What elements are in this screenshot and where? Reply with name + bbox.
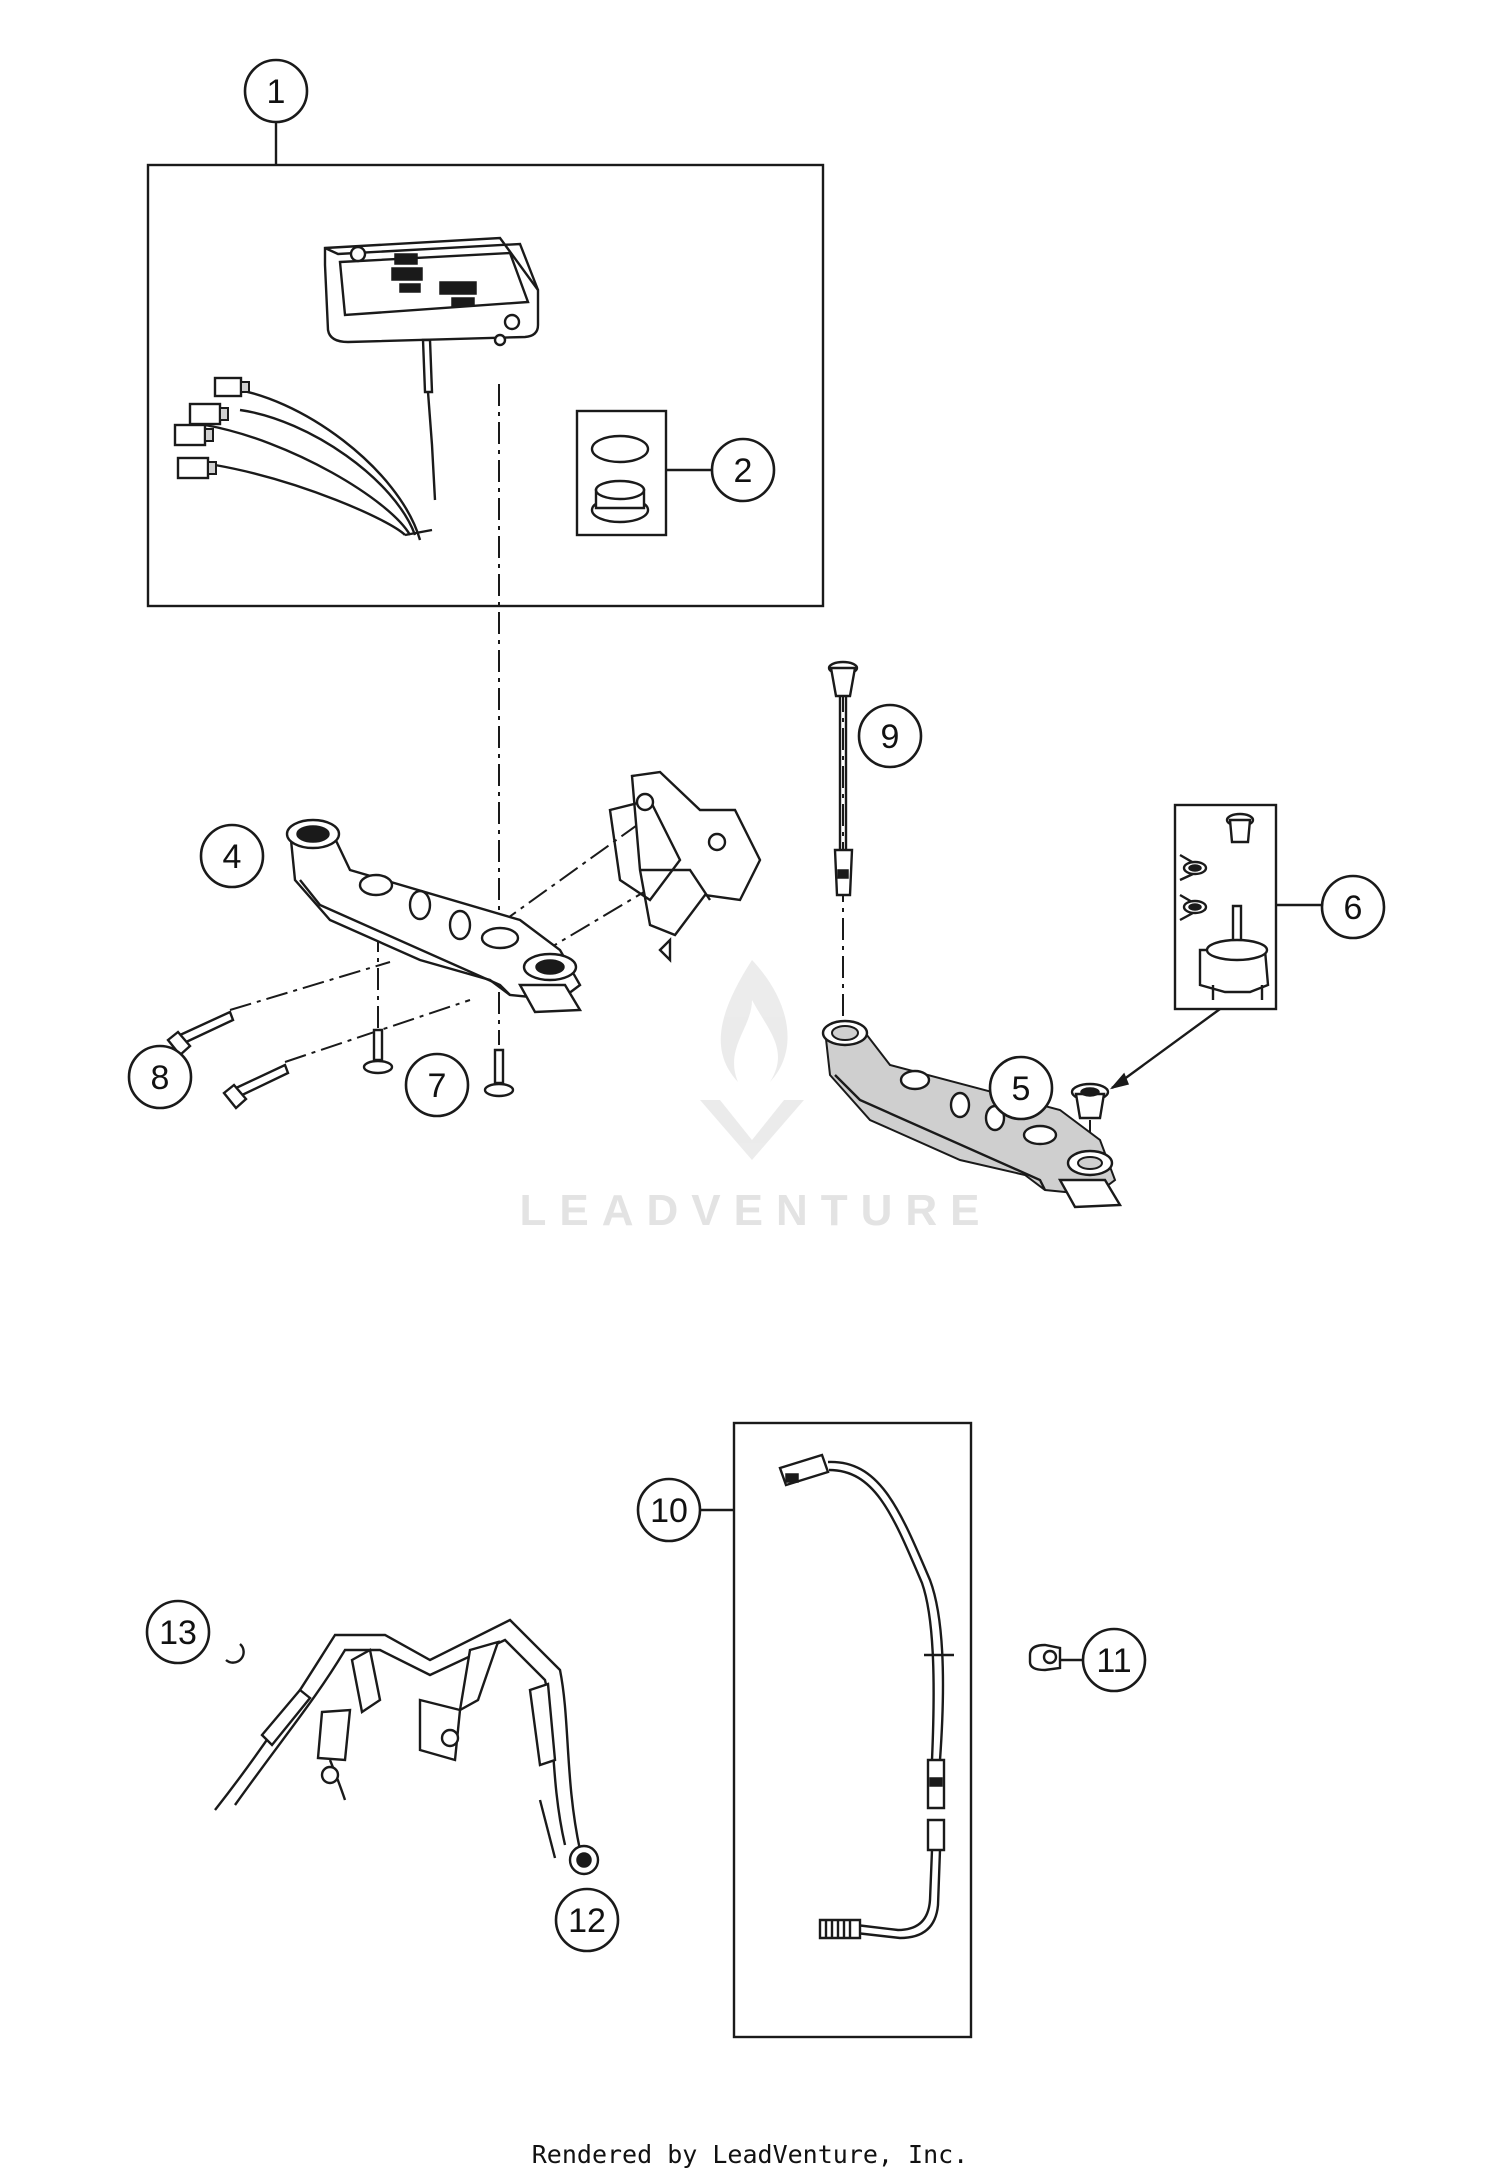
callout-11-label: 11 [1096, 1642, 1131, 1680]
part-8-bolt-upper [166, 1010, 235, 1057]
callout-12-label: 12 [568, 1902, 606, 1940]
callout-2[interactable]: 2 [710, 437, 776, 503]
part-7-screw-left [362, 1028, 394, 1075]
part-8-bolt-lower [222, 1063, 290, 1110]
arrow-to-bushing [1111, 1008, 1221, 1089]
callout-10[interactable]: 10 [636, 1477, 702, 1543]
part-2-grommet-kit [575, 409, 712, 537]
callout-13-label: 13 [159, 1614, 197, 1652]
callout-12[interactable]: 12 [554, 1887, 620, 1953]
callout-11[interactable]: 11 [1081, 1627, 1147, 1693]
callout-6[interactable]: 6 [1320, 874, 1386, 940]
assembly-line-upper [497, 799, 673, 926]
wire-connector-1 [213, 376, 250, 398]
callout-8-label: 8 [151, 1059, 170, 1097]
wire-connector-3 [173, 423, 214, 447]
part-1-dashboard-group [146, 118, 825, 608]
brake-disc [214, 1618, 582, 1859]
callout-4-label: 4 [223, 838, 242, 876]
part-13-circlip [225, 1643, 245, 1664]
part-5-bushing [1070, 1082, 1110, 1120]
callout-7-label: 7 [428, 1067, 447, 1105]
callout-2-label: 2 [734, 452, 753, 490]
part-12-bushing [568, 1844, 600, 1876]
part-11-clip [1028, 1643, 1085, 1672]
wire-connector-4 [176, 456, 217, 480]
footer-credit: Rendered by LeadVenture, Inc. [531, 2140, 969, 2169]
part-6-bushing-kit [1173, 803, 1322, 1011]
wire-connector-2 [188, 402, 229, 426]
assembly-line-bolt-upper [229, 961, 391, 1011]
part-4-mounting-bracket [285, 818, 583, 1014]
callout-9[interactable]: 9 [857, 703, 923, 769]
part-10-sensor-cable [700, 1421, 973, 2039]
callout-1-label: 1 [267, 73, 286, 111]
part-9-push-button [827, 660, 859, 897]
watermark-logo [700, 960, 804, 1160]
callout-13[interactable]: 13 [145, 1599, 211, 1665]
part-5-mounting-bracket [821, 1019, 1123, 1209]
mount-plate [608, 770, 762, 963]
callout-7[interactable]: 7 [404, 1052, 470, 1118]
callout-9-label: 9 [881, 718, 900, 756]
callout-5-label: 5 [1012, 1070, 1031, 1108]
callout-4[interactable]: 4 [199, 823, 265, 889]
dashboard-display [323, 236, 540, 347]
callout-6-label: 6 [1344, 889, 1363, 927]
callout-5[interactable]: 5 [988, 1055, 1054, 1121]
watermark-text: LEADVENTURE [519, 1186, 993, 1235]
part-7-screw-right [483, 1048, 515, 1098]
callout-1[interactable]: 1 [243, 58, 309, 124]
callout-10-label: 10 [650, 1492, 688, 1530]
callout-8[interactable]: 8 [127, 1044, 193, 1110]
